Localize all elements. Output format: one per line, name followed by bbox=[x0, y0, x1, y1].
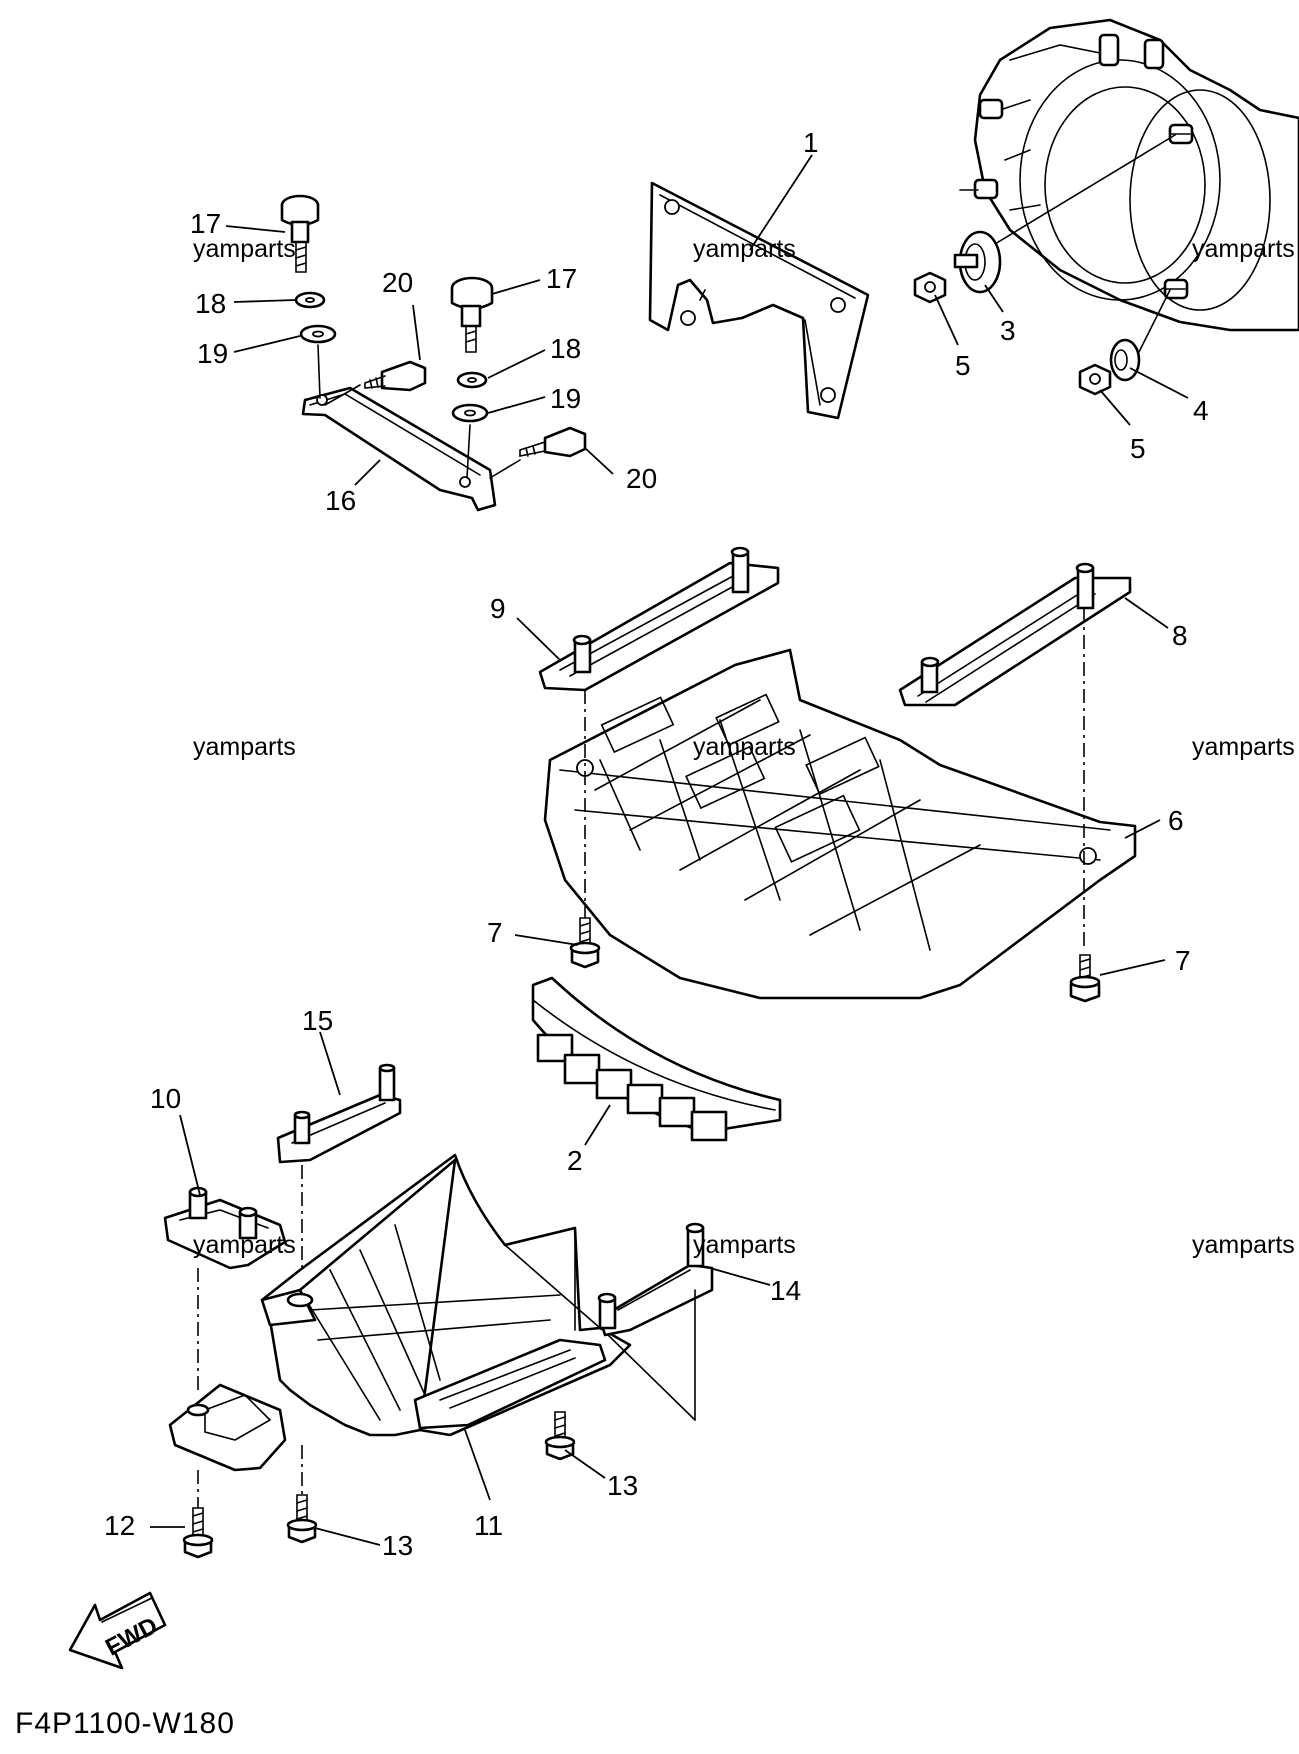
callout-11: 11 bbox=[474, 1510, 503, 1541]
washer-19-right bbox=[451, 403, 489, 423]
callout-20-left: 20 bbox=[382, 267, 413, 298]
watermark: yamparts bbox=[193, 235, 296, 263]
callout-5-lower: 5 bbox=[1130, 433, 1146, 464]
bolt-7-left bbox=[569, 917, 601, 969]
callout-9: 9 bbox=[490, 593, 506, 624]
watermark: yamparts bbox=[1192, 235, 1295, 263]
bolt-17-left bbox=[280, 194, 320, 273]
callout-16: 16 bbox=[325, 485, 356, 516]
washer-4 bbox=[1109, 338, 1141, 382]
comb-2 bbox=[531, 976, 782, 1142]
callout-7-right: 7 bbox=[1175, 945, 1191, 976]
watermark: yamparts bbox=[193, 733, 296, 761]
watermark: yamparts bbox=[1192, 1231, 1295, 1259]
nut-5-lower bbox=[1078, 363, 1112, 396]
callout-2: 2 bbox=[567, 1145, 583, 1176]
watermark: yamparts bbox=[693, 733, 796, 761]
block-10 bbox=[163, 1186, 287, 1270]
callout-14: 14 bbox=[770, 1275, 801, 1306]
rail-8 bbox=[898, 562, 1132, 707]
washer-18-left bbox=[294, 291, 326, 309]
callout-20-right: 20 bbox=[626, 463, 657, 494]
callout-13-left: 13 bbox=[382, 1530, 413, 1561]
nut-5-upper bbox=[913, 271, 947, 304]
diagram-code: F4P1100-W180 bbox=[15, 1707, 235, 1740]
intake-grate-11 bbox=[260, 1153, 632, 1437]
fwd-arrow-icon bbox=[68, 1591, 167, 1670]
callout-13-right: 13 bbox=[607, 1470, 638, 1501]
watermark: yamparts bbox=[1192, 733, 1295, 761]
watermark: yamparts bbox=[693, 235, 796, 263]
callout-1: 1 bbox=[803, 127, 819, 158]
callout-18-left: 18 bbox=[195, 288, 226, 319]
bracket-15 bbox=[276, 1063, 402, 1164]
callout-12: 12 bbox=[104, 1510, 135, 1541]
base-block-12 bbox=[168, 1383, 287, 1472]
bolt-17-right bbox=[450, 276, 494, 353]
bracket-14 bbox=[597, 1222, 714, 1337]
callout-19-left: 19 bbox=[197, 338, 228, 369]
bolt-13-right bbox=[544, 1411, 576, 1461]
callout-17-left: 17 bbox=[190, 208, 221, 239]
washer-18-right bbox=[456, 371, 488, 389]
callout-8: 8 bbox=[1172, 620, 1188, 651]
callout-18-right: 18 bbox=[550, 333, 581, 364]
watermark: yamparts bbox=[693, 1231, 796, 1259]
callout-5-upper: 5 bbox=[955, 350, 971, 381]
bolt-20-left bbox=[364, 360, 427, 392]
callout-15: 15 bbox=[302, 1005, 333, 1036]
rubber-mount-3 bbox=[953, 230, 1002, 294]
callout-7-left: 7 bbox=[487, 917, 503, 948]
bolt-12 bbox=[182, 1507, 214, 1559]
engine-housing bbox=[959, 18, 1299, 332]
bolt-20-right bbox=[519, 426, 587, 458]
callout-19-right: 19 bbox=[550, 383, 581, 414]
washer-19-left bbox=[299, 324, 337, 344]
callout-4: 4 bbox=[1193, 395, 1209, 426]
bracket-plate-1 bbox=[648, 181, 870, 420]
callout-3: 3 bbox=[1000, 315, 1016, 346]
grid-plate-6 bbox=[543, 648, 1137, 1000]
bolt-7-right bbox=[1069, 954, 1101, 1003]
rail-9 bbox=[538, 546, 780, 692]
callout-6: 6 bbox=[1168, 805, 1184, 836]
callout-17-right: 17 bbox=[546, 263, 577, 294]
bolt-13-left bbox=[286, 1494, 318, 1544]
watermark: yamparts bbox=[193, 1231, 296, 1259]
callout-10: 10 bbox=[150, 1083, 181, 1114]
